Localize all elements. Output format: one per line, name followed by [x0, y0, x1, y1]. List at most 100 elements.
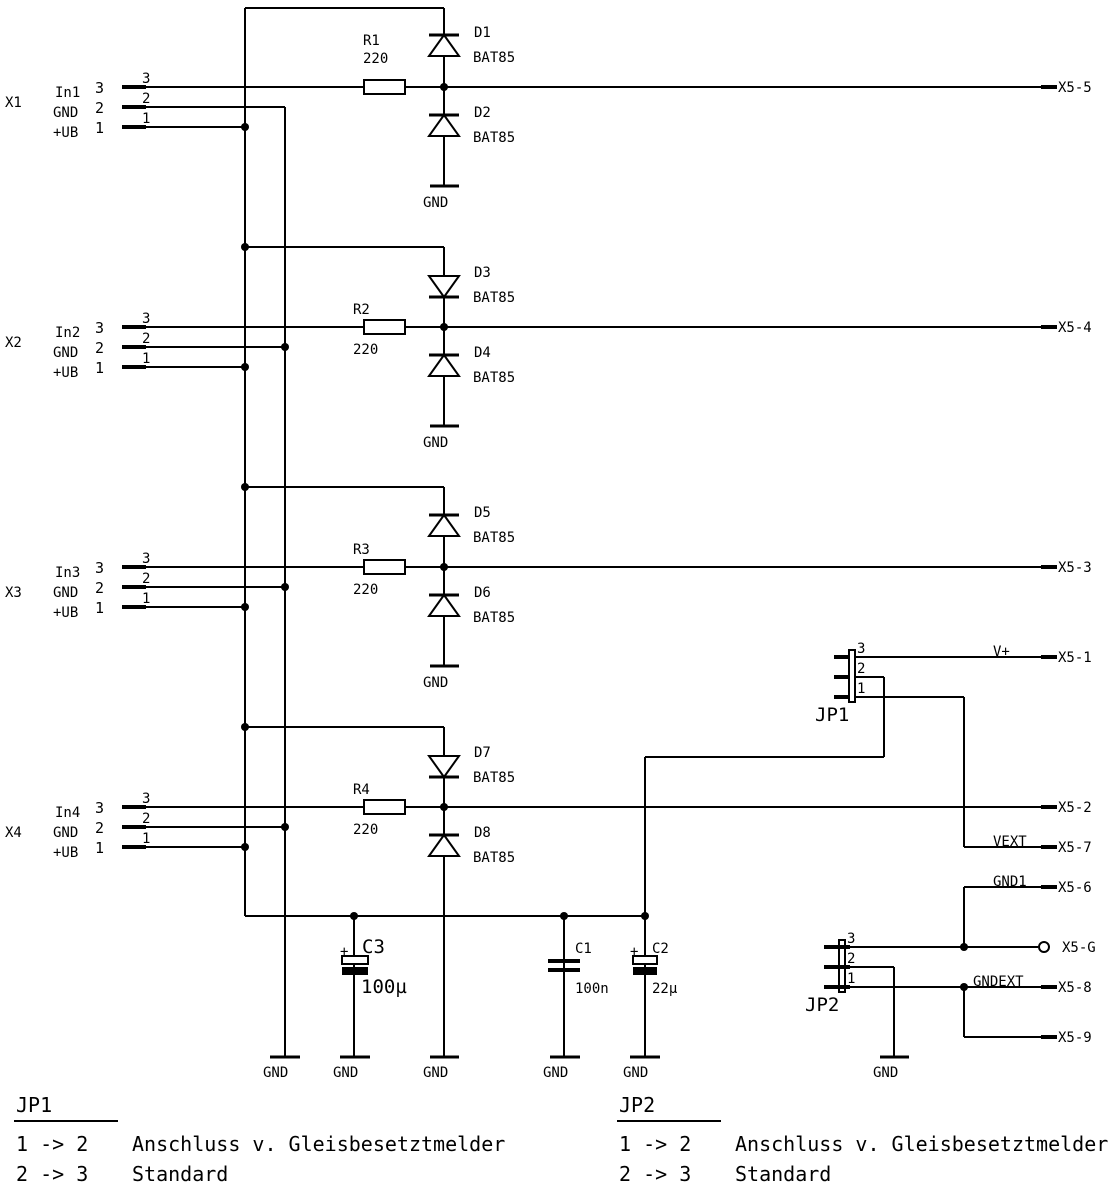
diode-ref: D3 [474, 265, 491, 281]
diode-d2: D2 BAT85 [427, 105, 515, 146]
output-label: X5-7 [1058, 840, 1092, 856]
junction-dot [440, 83, 448, 91]
diode-ref: D5 [474, 505, 491, 521]
resistor-ref: R4 [353, 782, 370, 798]
pin-label-supply: +UB [53, 845, 78, 861]
junction-dot [960, 943, 968, 951]
note-setting: 1 -> 2 [619, 1132, 691, 1156]
note-setting: 2 -> 3 [619, 1162, 691, 1186]
ground-label: GND [423, 195, 448, 211]
junction-dot [960, 983, 968, 991]
resistor-r3: R3 220 [353, 542, 406, 598]
diode-ref: D2 [474, 105, 491, 121]
connector-ref: X2 [5, 335, 22, 351]
jumper-pin-number: 1 [857, 681, 865, 697]
pin-number: 3 [95, 799, 104, 817]
pin-label-supply: +UB [53, 605, 78, 621]
diode-ref: D1 [474, 25, 491, 41]
ground-label: GND [333, 1065, 358, 1081]
diode-value: BAT85 [473, 290, 515, 306]
diode-value: BAT85 [473, 530, 515, 546]
capacitor-c3: + C3 100µ [340, 936, 407, 998]
diode-value: BAT85 [473, 50, 515, 66]
junction-dot [241, 723, 249, 731]
capacitor-ref: C3 [362, 936, 385, 958]
diode-d7: D7 BAT85 [427, 745, 515, 786]
jumper-notes: JP1 1 -> 2 Anschluss v. Gleisbesetztmeld… [14, 1093, 1108, 1186]
pin-label-supply: +UB [53, 125, 78, 141]
wire-number: 1 [142, 111, 150, 127]
jumper-ref: JP2 [805, 994, 839, 1016]
resistor-ref: R2 [353, 302, 370, 318]
net-label-vplus: V+ [993, 644, 1010, 660]
junction-dot [241, 123, 249, 131]
wire-number: 1 [142, 831, 150, 847]
wire-number: 2 [142, 331, 150, 347]
diode-value: BAT85 [473, 130, 515, 146]
connector-ref: X4 [5, 825, 22, 841]
wire-number: 1 [142, 591, 150, 607]
ground-label: GND [543, 1065, 568, 1081]
connector-x2: X2 In2 GND +UB 3 2 1 3 2 1 [5, 311, 150, 381]
junctions [241, 83, 968, 991]
junction-dot [440, 563, 448, 571]
junction-dot [440, 803, 448, 811]
junction-dot [281, 343, 289, 351]
ground-label: GND [423, 675, 448, 691]
junction-dot [241, 603, 249, 611]
resistor-r1: R1 220 [363, 33, 406, 95]
diode-ref: D7 [474, 745, 491, 761]
wire-number: 3 [142, 311, 150, 327]
jumper-pin-number: 2 [847, 951, 855, 967]
wire-number: 3 [142, 71, 150, 87]
connector-x4: X4 In4 GND +UB 3 2 1 3 2 1 [5, 791, 150, 861]
jumper-pin-number: 3 [847, 931, 855, 947]
pin-label-gnd: GND [53, 105, 78, 121]
note-text: Anschluss v. Gleisbesetztmelder [132, 1132, 505, 1156]
note-title: JP2 [619, 1093, 655, 1117]
wire-number: 2 [142, 91, 150, 107]
wires [125, 7, 1045, 1058]
junction-dot [350, 912, 358, 920]
diode-d5: D5 BAT85 [427, 505, 515, 546]
resistor-r4: R4 220 [353, 782, 406, 838]
diode-value: BAT85 [473, 770, 515, 786]
pin-number: 1 [95, 359, 104, 377]
junction-dot [241, 483, 249, 491]
resistor-value: 220 [353, 342, 378, 358]
capacitor-ref: C2 [652, 941, 669, 957]
output-label: X5-4 [1058, 320, 1092, 336]
resistor-value: 220 [353, 822, 378, 838]
diode-d3: D3 BAT85 [427, 265, 515, 306]
note-text: Anschluss v. Gleisbesetztmelder [735, 1132, 1108, 1156]
capacitor-value: 100µ [361, 976, 407, 998]
junction-dot [440, 323, 448, 331]
pin-label-input: In3 [55, 565, 80, 581]
resistor-r2: R2 220 [353, 302, 406, 358]
pin-label-input: In2 [55, 325, 80, 341]
ground-label: GND [423, 435, 448, 451]
diode-ref: D8 [474, 825, 491, 841]
note-setting: 2 -> 3 [16, 1162, 88, 1186]
pin-number: 2 [95, 99, 104, 117]
pin-number: 2 [95, 339, 104, 357]
pin-number: 1 [95, 599, 104, 617]
jumper-ref: JP1 [815, 704, 849, 726]
output-label: X5-3 [1058, 560, 1092, 576]
resistor-value: 220 [353, 582, 378, 598]
diode-d8: D8 BAT85 [427, 825, 515, 866]
net-label-gnd1: GND1 [993, 874, 1027, 890]
diode-d1: D1 BAT85 [427, 25, 515, 66]
output-label: X5-2 [1058, 800, 1092, 816]
output-label: X5-8 [1058, 980, 1092, 996]
resistor-value: 220 [363, 51, 388, 67]
capacitor-value: 22µ [652, 981, 678, 997]
polarity-mark: + [630, 944, 638, 960]
output-label: X5-9 [1058, 1030, 1092, 1046]
junction-dot [281, 823, 289, 831]
capacitor-value: 100n [575, 981, 609, 997]
jumper-pin-number: 1 [847, 971, 855, 987]
ground-label: GND [873, 1065, 898, 1081]
junction-dot [241, 843, 249, 851]
